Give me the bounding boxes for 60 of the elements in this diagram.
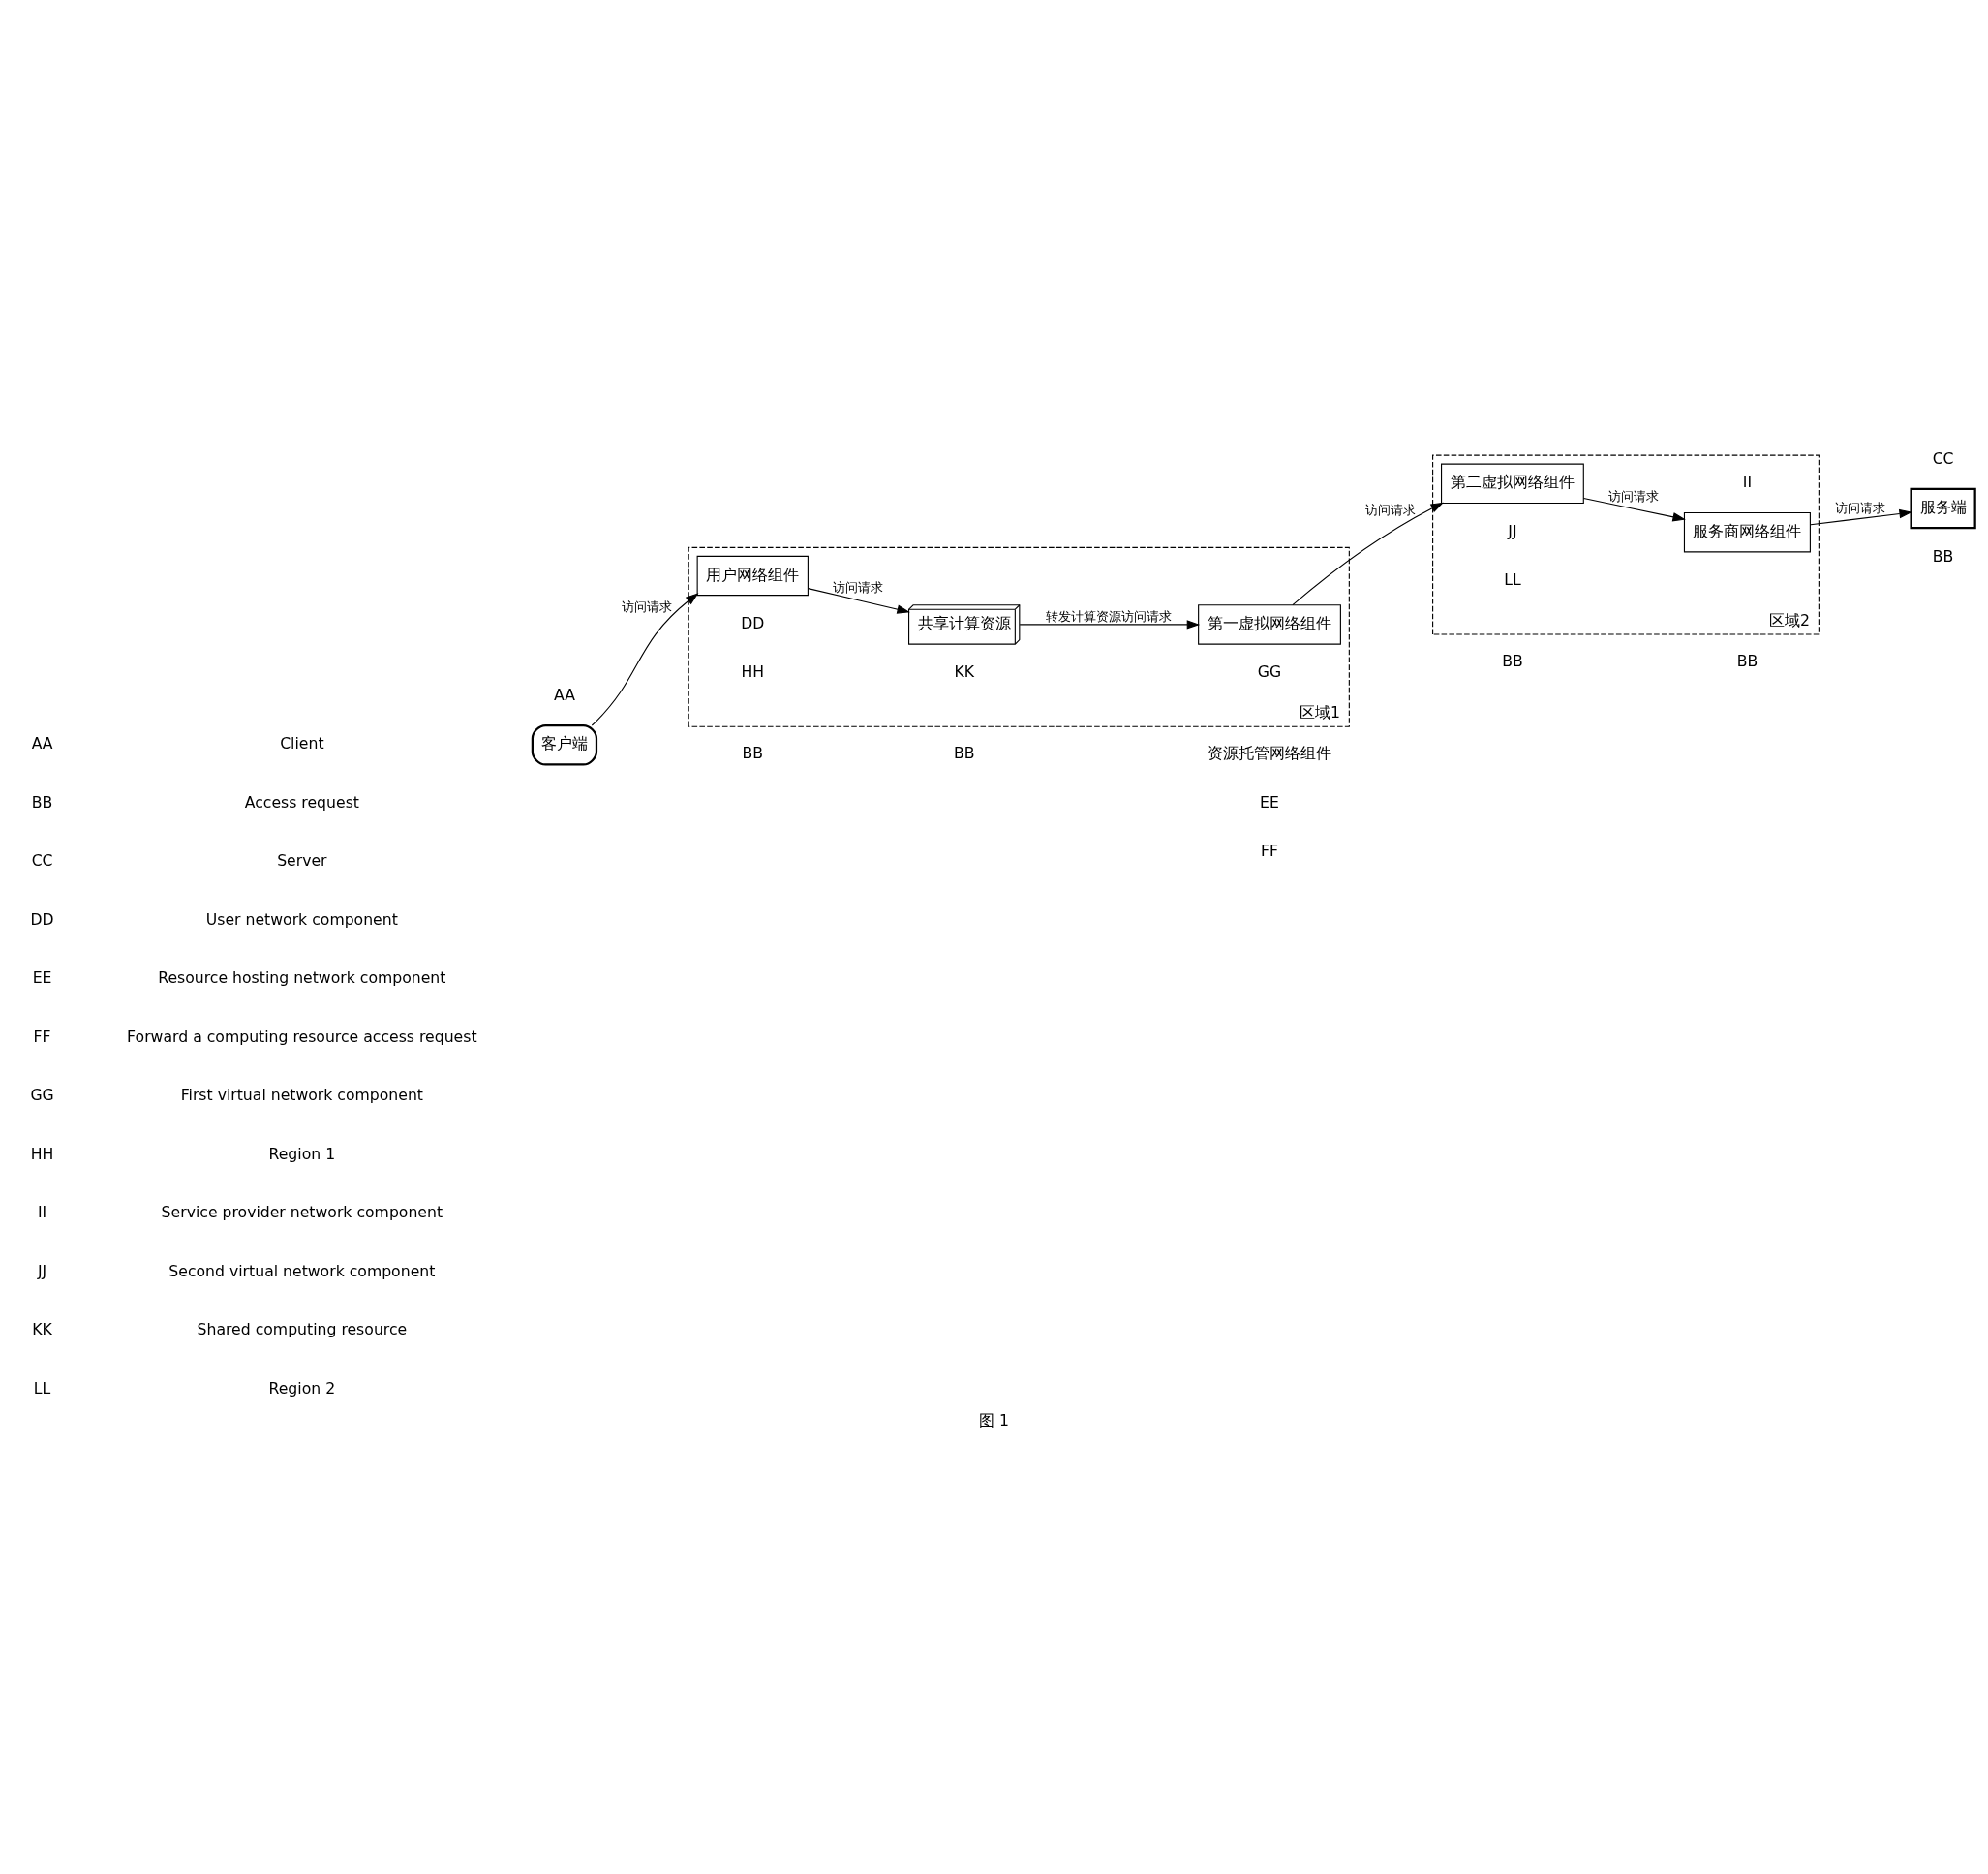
label: LL — [33, 1378, 51, 1398]
edge-label: 访问请求 — [833, 579, 884, 595]
label: BB — [742, 744, 764, 763]
label: Client — [280, 734, 324, 753]
label: Resource hosting network component — [158, 968, 446, 988]
edge-label: 转发计算资源访问请求 — [1046, 609, 1173, 625]
label: BB — [1502, 652, 1523, 671]
label: FF — [1261, 842, 1279, 861]
label: HH — [30, 1144, 54, 1163]
label: AA — [31, 734, 53, 753]
node-label: HH — [741, 662, 765, 682]
edge-label: 访问请求 — [1608, 488, 1660, 504]
node-label: LL — [1504, 570, 1521, 590]
edge-label: 访问请求 — [1365, 503, 1417, 518]
arrow — [1810, 508, 1912, 526]
label: Second virtual network component — [168, 1261, 436, 1280]
label: First virtual network component — [180, 1086, 424, 1105]
label: Access request — [244, 792, 359, 812]
arrow — [1019, 620, 1201, 630]
label: User network component — [205, 909, 398, 929]
node-label: GG — [1257, 662, 1282, 682]
node-label: CC — [1932, 448, 1954, 468]
node-label: KK — [954, 662, 974, 682]
label: Service provider network component — [161, 1203, 443, 1222]
edge-label: 访问请求 — [622, 599, 673, 615]
label: Server — [277, 851, 327, 871]
node-label: JJ — [1508, 521, 1517, 540]
label: FF — [33, 1027, 51, 1046]
label: II — [37, 1203, 47, 1222]
label: CC — [31, 851, 53, 871]
node-box: 第一虚拟网络组件 — [1198, 604, 1341, 645]
label: Forward a computing resource access request — [127, 1027, 477, 1046]
node-label: DD — [741, 614, 765, 633]
arrow — [591, 593, 699, 726]
label: GG — [30, 1086, 54, 1105]
edge-label: 访问请求 — [1835, 501, 1886, 516]
node-box: 客户端 — [531, 723, 598, 766]
label: BB — [1736, 652, 1759, 671]
node-box: 第二虚拟网络组件 — [1441, 463, 1584, 504]
node-box: 服务端 — [1910, 487, 1976, 530]
label: BB — [953, 744, 975, 763]
label: KK — [32, 1320, 52, 1339]
label: 资源托管网络组件 — [1208, 744, 1332, 763]
label: Region 1 — [268, 1144, 336, 1163]
node-box: 服务商网络组件 — [1683, 511, 1811, 553]
arrow — [1582, 497, 1686, 522]
node-label: AA — [553, 685, 575, 704]
label: BB — [31, 792, 53, 812]
label: EE — [32, 968, 52, 988]
node-box: 用户网络组件 — [696, 555, 809, 597]
label: DD — [30, 909, 54, 929]
arrow — [808, 588, 910, 614]
label: EE — [1260, 792, 1279, 812]
node-label: II — [1742, 473, 1753, 492]
caption: 图 1 — [979, 1410, 1009, 1429]
label: Shared computing resource — [197, 1320, 408, 1339]
arrow — [1292, 502, 1444, 606]
label: BB — [1932, 546, 1954, 566]
label: JJ — [37, 1261, 47, 1280]
label: Region 2 — [268, 1378, 336, 1398]
